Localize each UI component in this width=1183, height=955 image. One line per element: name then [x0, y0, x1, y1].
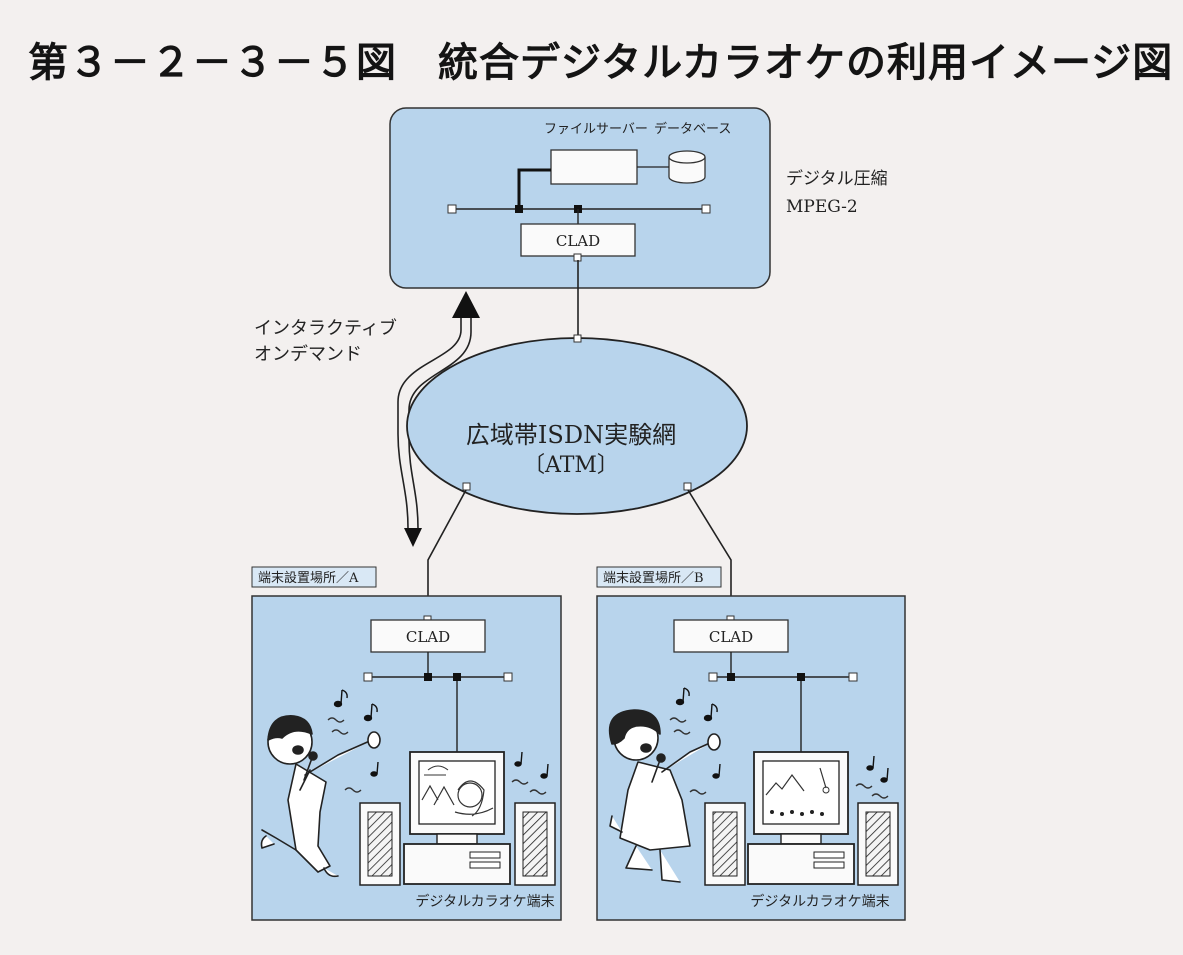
file-server-box — [550, 149, 638, 185]
site-a-terminal-label: デジタルカラオケ端末 — [415, 893, 554, 910]
site-a-clad-label: CLAD — [406, 628, 450, 646]
singer-icon — [608, 709, 721, 883]
site-a: 端末設置場所／A CLAD — [251, 566, 562, 921]
compression-label: デジタル圧縮 — [786, 168, 888, 189]
site-b-tag-box — [596, 566, 722, 588]
site-a-tag: 端末設置場所／A — [258, 570, 359, 586]
interactive-label: インタラクティブ — [254, 317, 397, 339]
figure-title: 第３－２－３－５図 統合デジタルカラオケの利用イメージ図 — [28, 40, 1174, 86]
site-b-clad-label: CLAD — [709, 628, 753, 646]
speaker-icon — [359, 802, 401, 886]
sound-wave-icon — [327, 717, 547, 795]
speaker-icon — [514, 802, 556, 886]
atm-network: 広域帯ISDN実験網 〔ATM〕 — [406, 334, 748, 515]
network-name: 広域帯ISDN実験網 — [466, 421, 676, 449]
music-note-icon — [675, 687, 889, 783]
database-label: データベース — [654, 121, 731, 137]
server-center: ファイルサーバー データベース CLAD — [389, 107, 771, 289]
site-a-tag-box — [251, 566, 377, 588]
speaker-icon — [704, 802, 746, 886]
karaoke-monitor-icon — [403, 751, 511, 885]
site-b: 端末設置場所／B CLAD — [596, 566, 906, 921]
ondemand-label: オンデマンド — [254, 344, 362, 365]
mpeg-label: MPEG-2 — [786, 197, 858, 217]
database-icon — [668, 150, 706, 184]
site-b-tag: 端末設置場所／B — [603, 570, 704, 586]
file-server-label: ファイルサーバー — [544, 122, 648, 137]
network-protocol: 〔ATM〕 — [523, 453, 619, 478]
music-note-icon — [333, 689, 549, 779]
speaker-icon — [857, 802, 899, 886]
site-b-clad-box — [673, 619, 789, 653]
karaoke-monitor-icon — [747, 751, 855, 885]
server-clad-label: CLAD — [556, 232, 600, 250]
sound-wave-icon — [669, 717, 889, 799]
site-b-terminal-label: デジタルカラオケ端末 — [750, 893, 889, 910]
singer-icon — [260, 715, 381, 878]
